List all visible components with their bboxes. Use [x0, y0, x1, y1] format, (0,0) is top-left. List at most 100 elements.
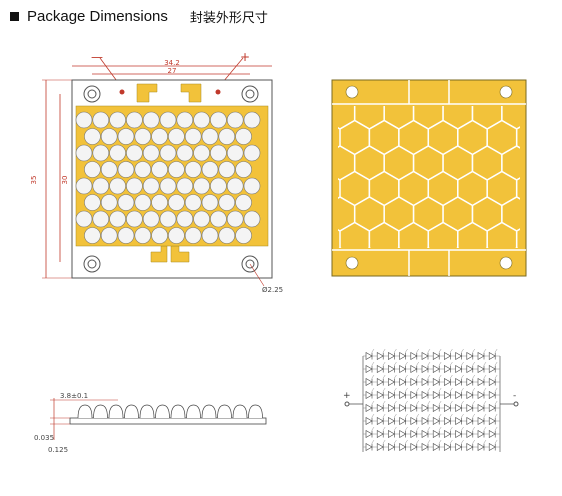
emitter-lens: [75, 177, 93, 195]
emitter-lens: [134, 128, 152, 145]
diode-symbol: [488, 442, 496, 452]
emitter-lens: [126, 177, 143, 195]
dim-side-a: 0.035: [34, 434, 54, 442]
back-view: [331, 79, 562, 282]
diode-symbol: [410, 403, 418, 413]
emitter-lens: [75, 144, 93, 162]
lens-dome: [108, 404, 124, 419]
diode-symbol: [488, 377, 496, 387]
diode-symbol: [466, 390, 474, 400]
circuit-minus-label: -: [513, 391, 516, 401]
section-header: Package Dimensions 封装外形尺寸: [10, 6, 268, 26]
emitter-lens: [184, 194, 202, 211]
diode-symbol: [488, 364, 496, 374]
emitter-lens: [210, 177, 227, 195]
hex-pad: [531, 95, 560, 129]
emitter-lens: [168, 194, 185, 211]
emitter-lens: [92, 111, 110, 129]
emitter-lens: [184, 128, 202, 145]
diode-symbol: [444, 390, 451, 400]
hex-pad: [531, 248, 560, 282]
lens-dome: [155, 404, 170, 419]
emitter-lens: [168, 161, 185, 178]
emitter-lens: [184, 227, 202, 244]
emitter-lens: [100, 194, 118, 211]
diode-symbol: [399, 429, 407, 439]
hex-pad: [531, 146, 560, 180]
emitter-lens: [193, 177, 210, 195]
side-view: 3.8±0.1 0.035 0.125: [34, 392, 267, 454]
emitter-lens: [159, 144, 177, 162]
diode-symbol: [388, 429, 395, 439]
diode-symbol: [455, 364, 463, 374]
emitter-lens: [243, 111, 261, 129]
diode-symbol: [488, 390, 496, 400]
diode-symbol: [410, 364, 418, 374]
black-square-icon: [10, 11, 19, 21]
emitter-lens: [142, 210, 160, 228]
diode-symbol: [488, 429, 496, 439]
circuit-plus-label: +: [343, 391, 351, 401]
hex-pad-grid: [338, 95, 562, 282]
emitter-lens: [126, 111, 143, 129]
emitter-lens: [218, 161, 236, 178]
hex-pad: [427, 221, 459, 248]
diode-symbol: [410, 351, 418, 361]
hex-pad: [398, 221, 430, 248]
emitter-lens: [109, 144, 126, 162]
diode-symbol: [376, 377, 384, 387]
diode-symbol: [388, 403, 395, 413]
lens-dome: [186, 404, 201, 419]
diode-symbol: [399, 364, 407, 374]
emitter-lens: [235, 161, 252, 178]
emitter-lens: [126, 210, 143, 228]
dim-side-height: 3.8±0.1: [60, 392, 88, 400]
emitter-lens: [226, 210, 244, 228]
circuit-schematic: + -: [343, 348, 519, 452]
diode-symbol: [477, 351, 485, 361]
lens-dome: [93, 404, 108, 419]
emitter-lens: [109, 210, 126, 228]
diode-symbol: [365, 442, 373, 452]
diode-symbol: [365, 390, 373, 400]
emitter-lens: [151, 161, 168, 178]
emitter-lens: [176, 111, 194, 129]
diode-symbol: [455, 403, 463, 413]
emitter-lens: [193, 144, 210, 162]
emitter-lens: [210, 210, 227, 228]
diode-symbol: [421, 403, 429, 413]
emitter-lens: [159, 210, 177, 228]
diode-symbol: [376, 364, 384, 374]
emitter-lens: [84, 194, 101, 211]
diode-symbol: [488, 416, 496, 426]
lens-dome: [248, 404, 263, 419]
lens-dome: [139, 404, 155, 419]
hex-pad: [546, 121, 562, 155]
diode-symbol: [455, 377, 463, 387]
diode-symbol: [455, 442, 463, 452]
diode-symbol: [466, 377, 474, 387]
diode-symbol: [365, 403, 373, 413]
header-title-cn: 封装外形尺寸: [189, 10, 268, 26]
emitter-lens: [243, 177, 261, 195]
hex-pad: [339, 221, 371, 248]
emitter-lens: [142, 111, 160, 129]
hex-pad: [546, 223, 562, 257]
lens-dome-row: [77, 404, 263, 419]
diode-symbol: [466, 403, 474, 413]
diode-symbol: [466, 351, 474, 361]
diode-symbol: [388, 442, 395, 452]
lens-dome: [232, 404, 248, 419]
diode-symbol: [466, 416, 474, 426]
emitter-lens: [168, 128, 185, 145]
diode-symbol: [432, 351, 440, 361]
emitter-lens: [117, 194, 135, 211]
emitter-lens: [92, 177, 110, 195]
emitter-lens: [151, 128, 168, 145]
emitter-array: [75, 111, 261, 244]
diode-symbol: [376, 416, 384, 426]
diode-symbol: [365, 351, 373, 361]
diode-symbol: [421, 377, 429, 387]
emitter-lens: [151, 227, 168, 244]
